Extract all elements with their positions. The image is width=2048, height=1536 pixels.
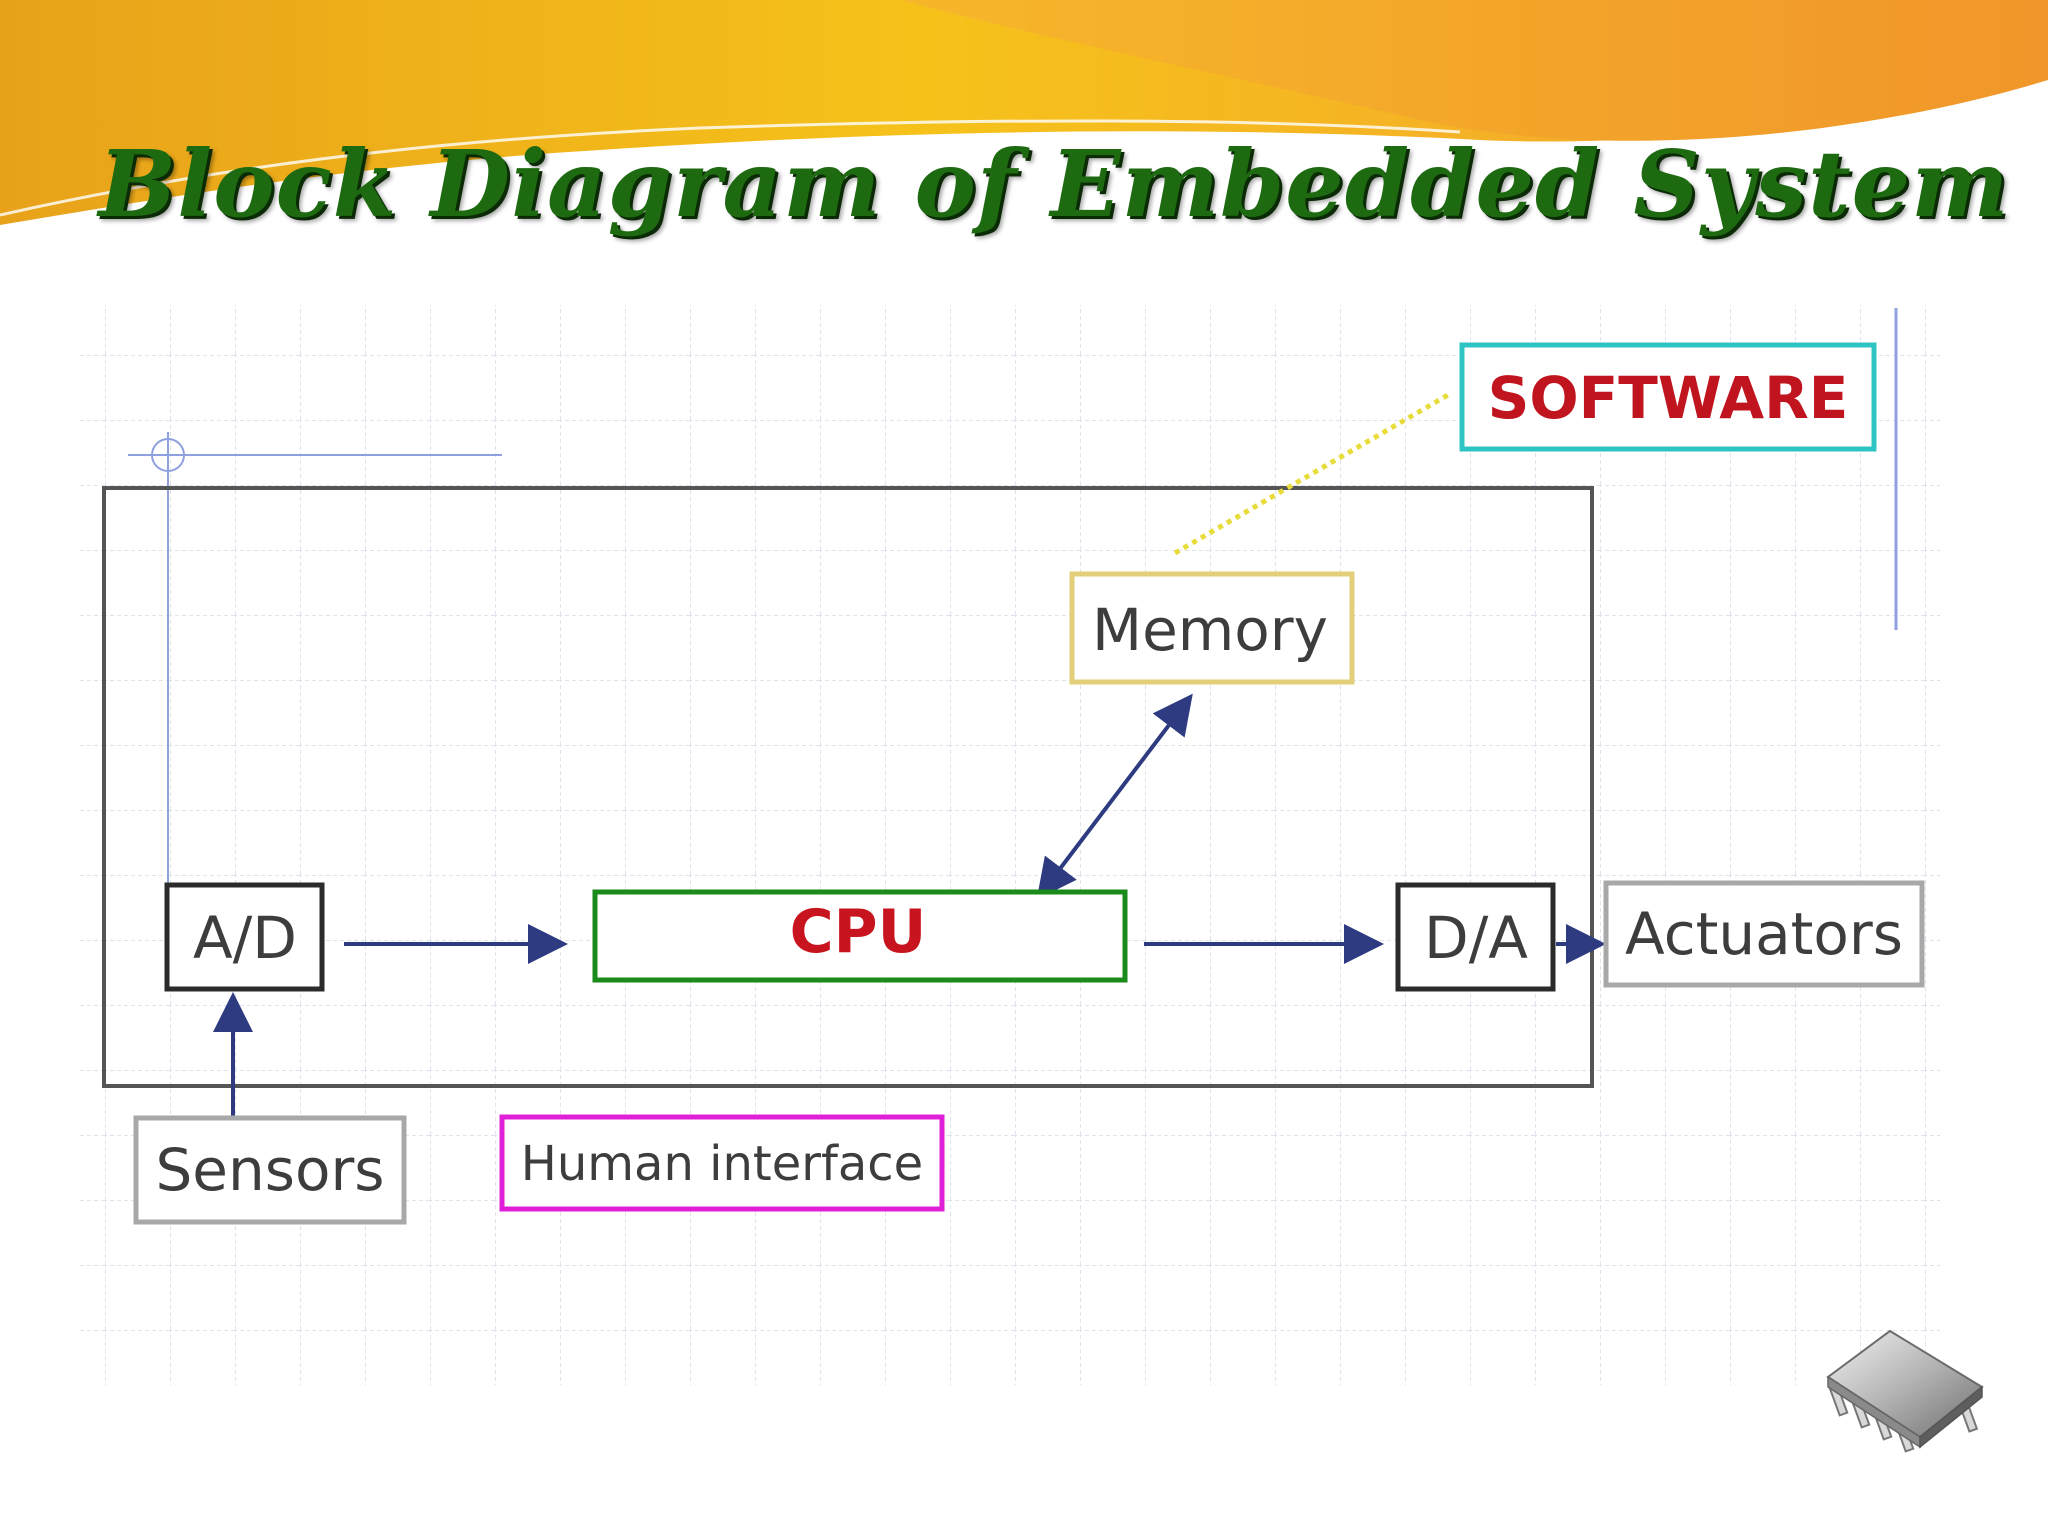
node-ad: A/D xyxy=(164,882,325,992)
node-actuators: Actuators xyxy=(1603,880,1925,988)
guide-target-icon xyxy=(151,438,185,472)
node-human-interface: Human interface xyxy=(499,1114,945,1212)
microchip-icon xyxy=(1826,1329,1984,1453)
header-banner xyxy=(0,0,2048,225)
software-memory-link xyxy=(1173,392,1450,556)
node-da: D/A xyxy=(1395,882,1556,992)
node-cpu: CPU xyxy=(592,889,1128,983)
cpu-label: CPU xyxy=(790,897,927,967)
banner-highlight xyxy=(0,119,1461,217)
arrow-cpu-memory xyxy=(1036,693,1193,900)
ad-label: A/D xyxy=(193,904,297,972)
node-software: SOFTWARE xyxy=(1459,342,1877,452)
node-memory: Memory xyxy=(1069,571,1355,685)
node-sensors: Sensors xyxy=(133,1115,407,1225)
memory-label: Memory xyxy=(1092,596,1328,664)
system-boundary xyxy=(102,486,1594,1088)
software-label: SOFTWARE xyxy=(1488,364,1849,432)
da-label: D/A xyxy=(1424,904,1528,972)
human-interface-label: Human interface xyxy=(521,1136,923,1192)
sensors-label: Sensors xyxy=(155,1136,384,1204)
slide-title: Block Diagram of Embedded System xyxy=(98,130,2010,238)
actuators-label: Actuators xyxy=(1625,900,1903,968)
banner-swoosh-right xyxy=(900,0,2048,141)
